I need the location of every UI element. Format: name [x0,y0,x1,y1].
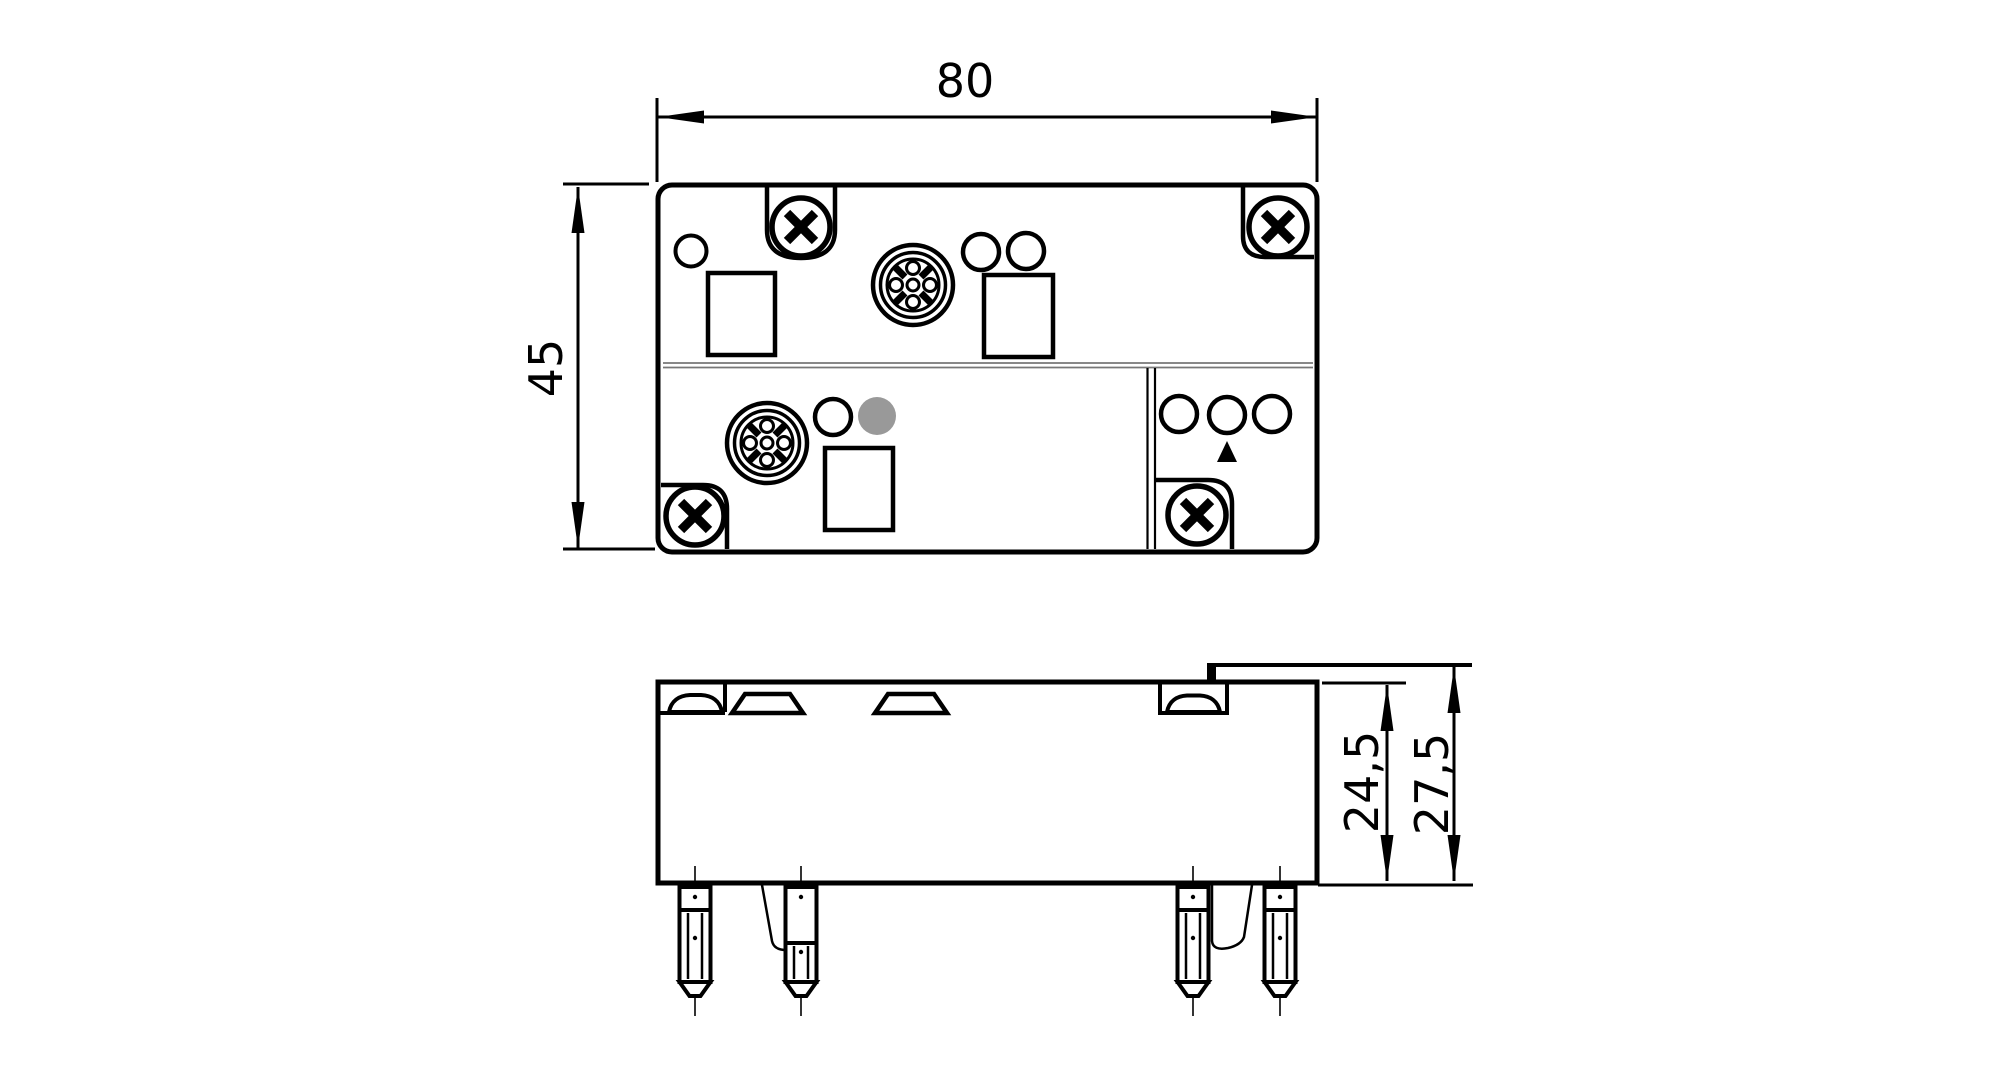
terminal-pin [1262,864,1298,1018]
latch-detail [760,884,787,952]
dim-inner-height-label: 24,5 [1335,731,1389,833]
terminal-pin [783,864,819,1018]
arrowhead-down-icon [1380,835,1394,881]
dimension-height: 45 [519,182,655,551]
led-indicator [1005,230,1047,272]
arrowhead-right-icon [1271,110,1317,124]
m12-connector-icon [873,245,953,325]
screw-icon [1168,486,1226,544]
dim-height-label: 45 [519,339,573,398]
gray-indicator [858,397,896,435]
led-indicator [673,233,709,269]
led-indicator [1251,393,1293,435]
arrowhead-up-icon [571,187,585,233]
arrowhead-left-icon [658,110,704,124]
dome-detail [666,693,725,714]
label-window [705,270,778,358]
label-window [981,272,1056,360]
top-step [1207,663,1216,684]
terminal-pin [1175,864,1211,1018]
arrowhead-up-icon [1447,667,1461,713]
led-indicator [1158,393,1200,435]
led-indicator [1206,394,1248,436]
dim-width-label: 80 [936,54,995,108]
screw-recess [1240,187,1314,260]
screw-icon [772,198,830,256]
m12-connector-icon [727,403,807,483]
screw-recess [1156,477,1235,549]
arrowhead-up-icon [1380,685,1394,731]
arrowhead-down-icon [571,502,585,548]
housing-side-outline [655,679,1320,886]
side-view: 24,5 27,5 [655,663,1473,1018]
arrowhead-down-icon [1447,835,1461,881]
dome-detail [1164,693,1223,714]
screw-icon [1249,198,1307,256]
terminal-pin [677,864,713,1018]
top-view: 80 45 [519,54,1320,555]
led-indicator [960,231,1002,273]
dim-outer-height-label: 27,5 [1405,733,1459,835]
ridge-detail [727,691,808,716]
screw-recess [661,482,730,549]
led-indicator [812,396,854,438]
dimension-outer-height: 27,5 [1318,667,1473,887]
label-window [822,445,896,533]
screw-icon [666,487,724,545]
dimension-width: 80 [655,54,1319,182]
address-pointer-triangle-icon [1217,441,1237,462]
dimension-inner-height: 24,5 [1322,681,1406,881]
ridge-detail [870,691,952,716]
latch-detail [1210,884,1254,950]
